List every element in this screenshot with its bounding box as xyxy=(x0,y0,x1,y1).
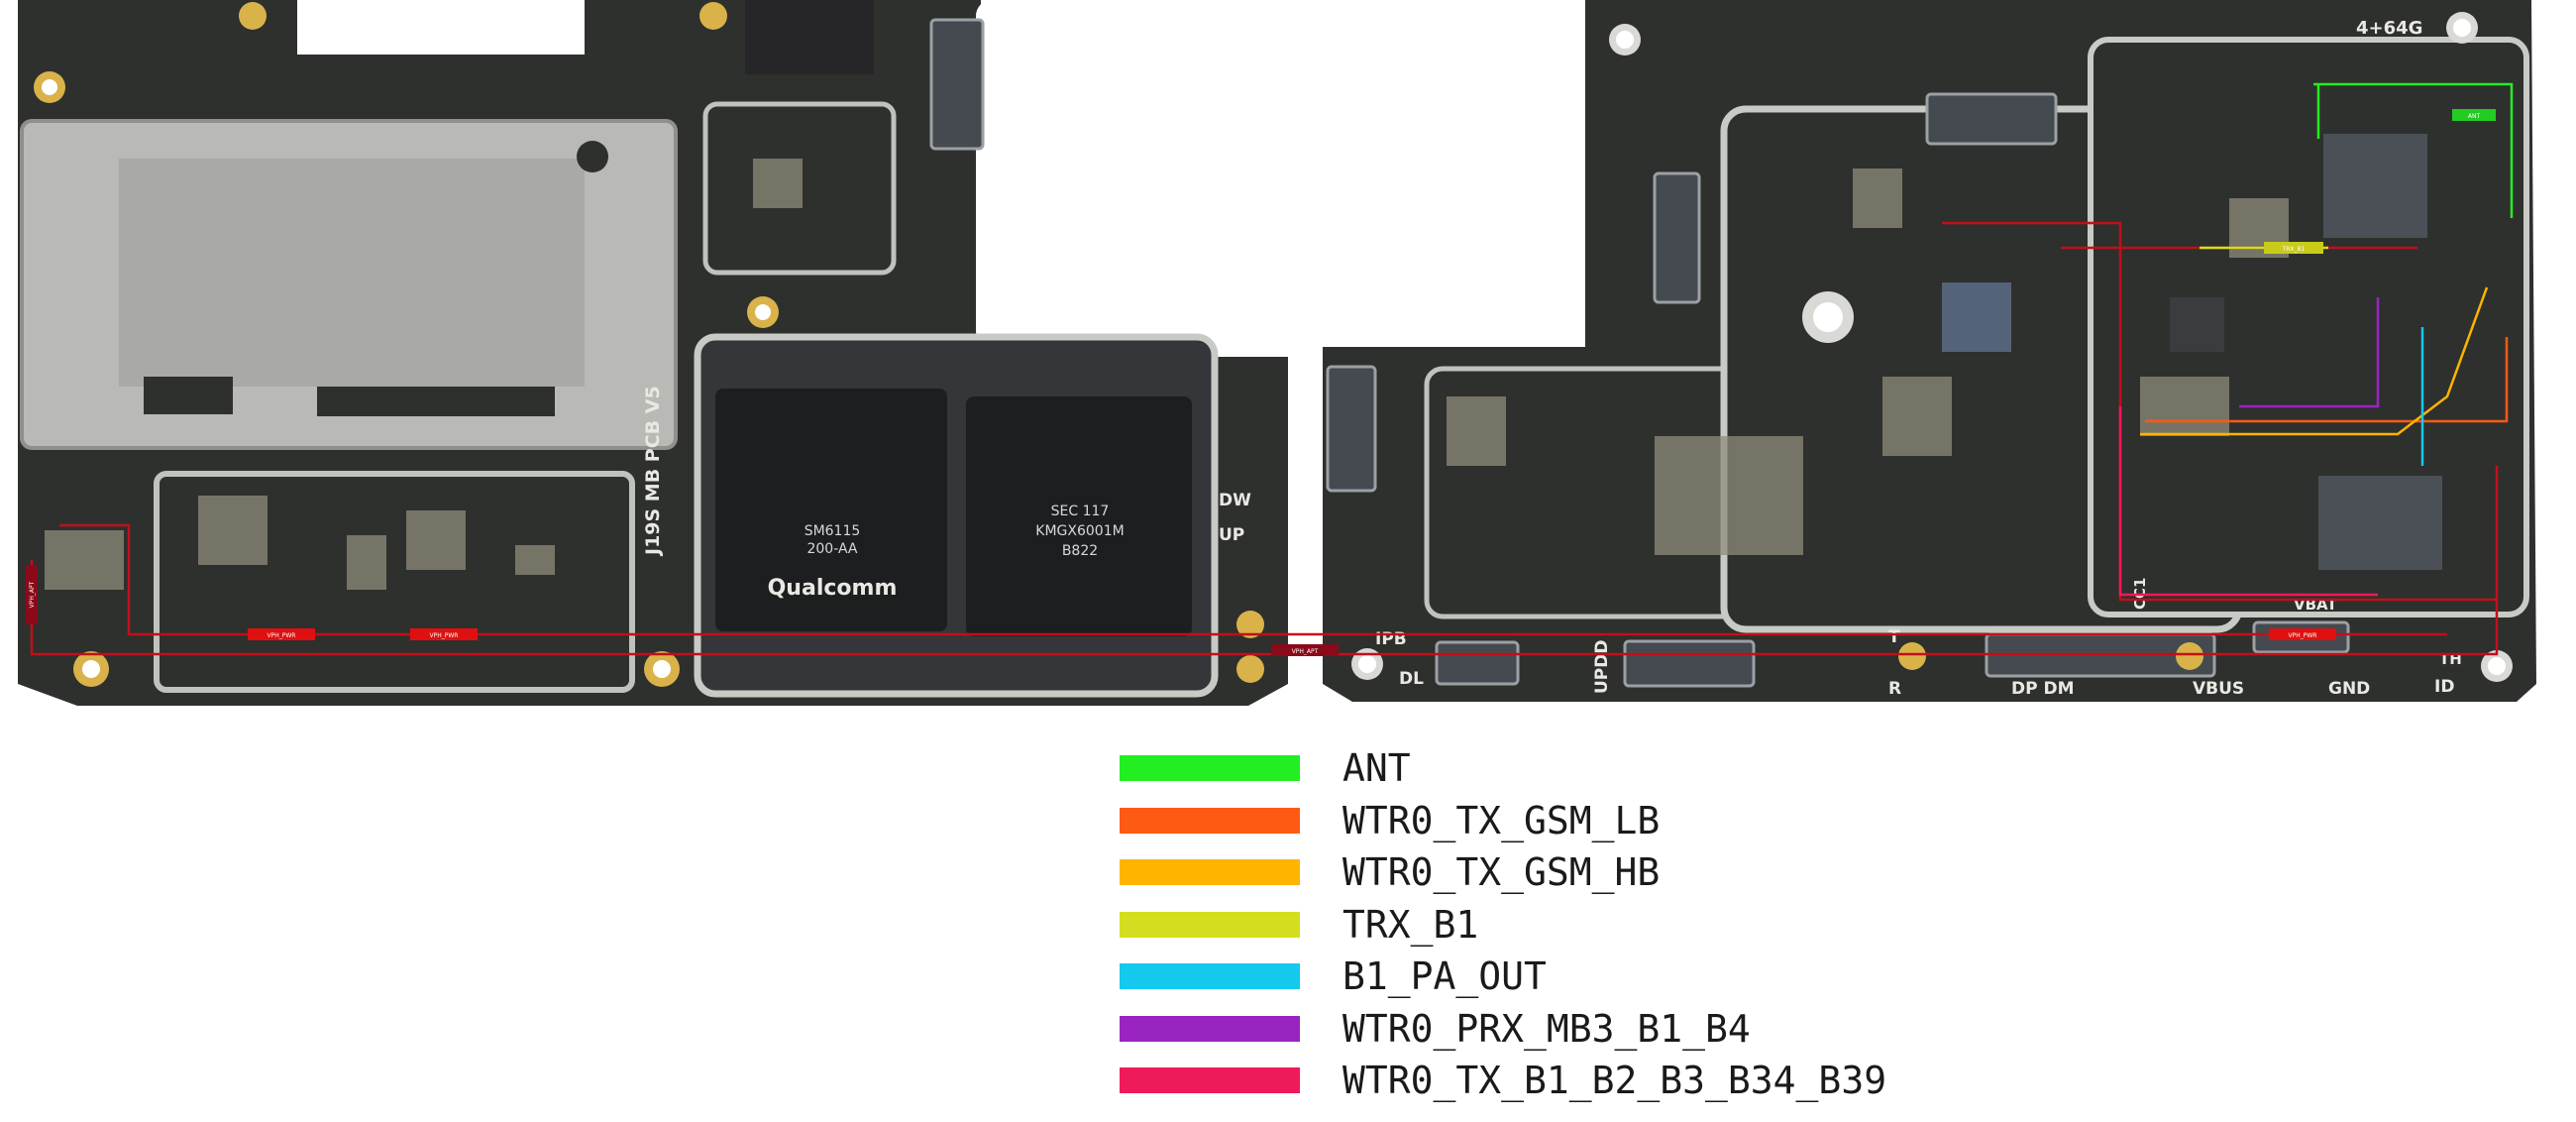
legend-swatch xyxy=(1120,1015,1300,1042)
legend-label: WTR0_TX_GSM_HB xyxy=(1342,850,1661,894)
label-id: ID xyxy=(2434,677,2454,697)
legend-row-b1-pa-out: B1_PA_OUT xyxy=(1120,954,2011,1006)
label-vbus: VBUS xyxy=(2193,679,2244,699)
soc-chip xyxy=(715,389,947,631)
legend-swatch xyxy=(1120,859,1300,885)
soc-part: SM6115 xyxy=(805,523,861,539)
left-board-half: Qualcomm SM6115 200-AA SEC 117 KMGX6001M… xyxy=(18,0,1303,706)
label-r: R xyxy=(1888,679,1901,699)
net-tag-vph-pwr-2: VPH_PWR xyxy=(430,632,459,639)
memory-code: B822 xyxy=(1062,543,1098,559)
label-ipb: IPB xyxy=(1375,629,1407,649)
memory-chip xyxy=(966,396,1192,636)
legend-row-ant: ANT xyxy=(1120,745,2011,798)
label-gnd: GND xyxy=(2328,679,2370,699)
trace-wtr0-prx-mb3-b1-b4 xyxy=(2239,297,2380,408)
net-tag-vph-pwr-1: VPH_PWR xyxy=(268,632,296,639)
legend-label: WTR0_TX_B1_B2_B3_B34_B39 xyxy=(1342,1059,1887,1102)
label-updd: UPDD xyxy=(1592,640,1612,695)
legend-label: WTR0_TX_GSM_LB xyxy=(1342,798,1661,842)
legend-label: TRX_B1 xyxy=(1342,902,1479,947)
pcb-board-diagram: Qualcomm SM6115 200-AA SEC 117 KMGX6001M… xyxy=(18,0,2536,706)
net-tag-vph-apt-2: VPH_APT xyxy=(29,581,36,608)
net-tag-ant: ANT xyxy=(2468,113,2481,120)
label-dp-dm: DP DM xyxy=(2011,679,2075,699)
legend-row-wtr0-tx-gsm-hb: WTR0_TX_GSM_HB xyxy=(1120,849,2011,902)
power-amplifier-chip xyxy=(2323,134,2427,238)
storage-spec-label: 4+64G xyxy=(2356,18,2422,39)
label-dw: DW xyxy=(1219,491,1251,510)
legend-swatch xyxy=(1120,963,1300,989)
label-dl: DL xyxy=(1399,669,1424,689)
signal-traces xyxy=(30,82,2514,656)
right-board-half: 4+64G DW UP IPB DL UPDD T R DP DM VBUS G… xyxy=(1219,0,2536,702)
rf-transceiver-chip xyxy=(1942,282,2011,352)
legend-label: B1_PA_OUT xyxy=(1342,954,1547,998)
legend-swatch xyxy=(1120,755,1300,781)
net-tag-vph-pwr-3: VPH_PWR xyxy=(2289,632,2317,639)
label-vbat: VBAT xyxy=(2294,596,2337,614)
board-revision-label: J19S MB PCB V5 xyxy=(642,386,664,557)
legend-swatch xyxy=(1120,1067,1300,1093)
net-tag-trx-b1: TRX_B1 xyxy=(2282,246,2306,253)
legend-swatch xyxy=(1120,911,1300,938)
label-t: T xyxy=(1888,627,1900,647)
memory-part: KMGX6001M xyxy=(1035,523,1124,539)
legend-row-wtr0-tx-gsm-lb: WTR0_TX_GSM_LB xyxy=(1120,798,2011,850)
legend-row-wtr0-prx-mb3-b1-b4: WTR0_PRX_MB3_B1_B4 xyxy=(1120,1006,2011,1059)
legend-swatch xyxy=(1120,807,1300,834)
soc-logo: Qualcomm xyxy=(768,576,898,601)
net-tags: ANT TRX_B1 VPH_PWR VPH_PWR VPH_PWR VPH_A… xyxy=(26,109,2496,656)
net-color-legend: ANT WTR0_TX_GSM_LB WTR0_TX_GSM_HB TRX_B1… xyxy=(1120,745,2011,1110)
legend-label: ANT xyxy=(1342,746,1411,790)
label-up: UP xyxy=(1219,525,1244,545)
legend-row-wtr0-tx-b1-b2-b3-b34-b39: WTR0_TX_B1_B2_B3_B34_B39 xyxy=(1120,1058,2011,1110)
net-tag-vph-apt-1: VPH_APT xyxy=(1292,648,1319,655)
soc-code: 200-AA xyxy=(806,541,857,557)
trace-wtr0-tx-b1-b2-b3-b34-b39 xyxy=(2118,406,2378,597)
trace-ant xyxy=(2313,82,2514,218)
legend-row-trx-b1: TRX_B1 xyxy=(1120,902,2011,954)
memory-brand: SEC 117 xyxy=(1051,504,1110,519)
label-th: TH xyxy=(2439,650,2462,668)
legend-label: WTR0_PRX_MB3_B1_B4 xyxy=(1342,1006,1751,1051)
trace-wtr0-tx-gsm-lb xyxy=(2145,337,2509,423)
